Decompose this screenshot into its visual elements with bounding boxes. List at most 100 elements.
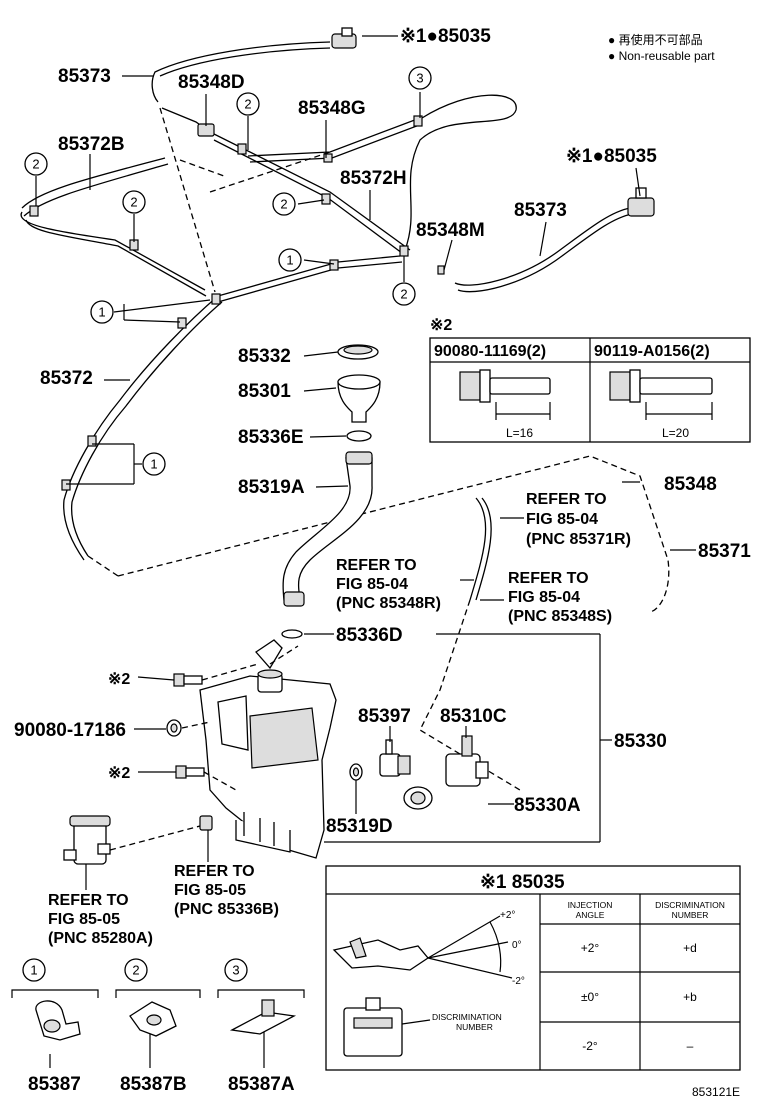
label-85387B: 85387B <box>120 1074 187 1095</box>
svg-text:1: 1 <box>150 457 157 472</box>
label-85348G: 85348G <box>298 98 366 119</box>
bolt-length-2: L=20 <box>662 426 689 440</box>
svg-text:(PNC 85336B): (PNC 85336B) <box>174 901 279 918</box>
nozzle-85035-mid <box>627 187 655 217</box>
level-sensor-85397 <box>379 739 411 777</box>
label-85372B: 85372B <box>58 134 125 155</box>
svg-text:FIG 85-04: FIG 85-04 <box>508 589 580 606</box>
label-85348: 85348 <box>664 474 717 495</box>
clamp-mark <box>29 205 39 217</box>
refer-note-85336B: REFER TO FIG 85-05 (PNC 85336B) <box>174 863 279 918</box>
svg-text:(PNC 85348R): (PNC 85348R) <box>336 595 441 612</box>
bolt-star2-b <box>175 765 205 779</box>
refer-note-85348R: REFER TO FIG 85-04 (PNC 85348R) <box>336 557 441 612</box>
svg-text:FIG 85-05: FIG 85-05 <box>174 882 246 899</box>
svg-text:REFER TO: REFER TO <box>526 491 607 508</box>
label-85348M: 85348M <box>416 220 485 241</box>
clamp-mark <box>437 265 445 275</box>
callout-3 <box>224 958 248 982</box>
grommet-85336B <box>199 815 213 831</box>
fig-angle-plus2: +2° <box>500 910 515 921</box>
bolt-star2-a <box>173 673 203 687</box>
svg-text:2: 2 <box>244 97 251 112</box>
grommet-85319D <box>349 763 363 781</box>
svg-text:3: 3 <box>416 71 423 86</box>
disc-row-3: – <box>687 1039 694 1053</box>
clamp-85387B <box>129 1001 177 1037</box>
callout-2 <box>236 92 260 116</box>
label-85330A: 85330A <box>514 795 581 816</box>
label-85371: 85371 <box>698 541 751 562</box>
clamp-85387A <box>229 999 297 1035</box>
fig-angle-minus2: -2° <box>512 976 525 987</box>
svg-text:3: 3 <box>232 963 239 978</box>
bolt-drawing-2 <box>609 369 713 420</box>
motor-85310C <box>445 735 489 787</box>
grommet-85330A <box>403 786 433 810</box>
callout-2 <box>122 190 146 214</box>
label-85332: 85332 <box>238 346 291 367</box>
callout-circles: 3 2 2 2 2 1 2 1 1 <box>24 66 432 476</box>
svg-text:(PNC 85348S): (PNC 85348S) <box>508 608 612 625</box>
ring-85336E <box>346 430 372 442</box>
angle-row-3: -2° <box>582 1039 598 1053</box>
clamp-mark <box>329 259 339 271</box>
col-angle-1: INJECTION <box>568 900 613 910</box>
leader-lines <box>35 35 696 1068</box>
label-85372: 85372 <box>40 368 93 389</box>
svg-text:(PNC 85371R): (PNC 85371R) <box>526 531 631 548</box>
svg-text:FIG 85-04: FIG 85-04 <box>526 511 598 528</box>
callout-2 <box>124 958 148 982</box>
nozzle-85035-top <box>331 27 357 49</box>
svg-text:FIG 85-04: FIG 85-04 <box>336 576 408 593</box>
svg-text:2: 2 <box>130 195 137 210</box>
bolt-drawing-1 <box>459 369 551 420</box>
col-disc-1: DISCRIMINATION <box>655 900 725 910</box>
label-85387: 85387 <box>28 1074 81 1095</box>
label-85319A: 85319A <box>238 477 305 498</box>
svg-text:2: 2 <box>132 963 139 978</box>
svg-text:1: 1 <box>30 963 37 978</box>
grommet-90080-17186 <box>166 719 182 737</box>
label-90080-17186: 90080-17186 <box>14 720 126 741</box>
disc-label-2: NUMBER <box>456 1022 493 1032</box>
label-star2-a: ※2 <box>108 671 130 688</box>
label-85310C: 85310C <box>440 706 507 727</box>
clamp-mark <box>177 317 187 329</box>
part-labels: ※1●85035 85373 85348D 85372B 85348G 8537… <box>14 26 751 837</box>
label-85387A: 85387A <box>228 1074 295 1095</box>
svg-text:2: 2 <box>32 157 39 172</box>
bolt-table: ※2 90080-11169(2) 90119-A0156(2) L=16 L=… <box>429 317 751 443</box>
label-85336E: 85336E <box>238 427 304 448</box>
callout-1 <box>278 248 302 272</box>
refer-note-85371R: REFER TO FIG 85-04 (PNC 85371R) <box>526 491 631 548</box>
callout-3 <box>408 66 432 90</box>
washer-tank <box>199 639 337 859</box>
callout-1 <box>142 452 166 476</box>
svg-text:REFER TO: REFER TO <box>174 863 255 880</box>
callout-2 <box>272 192 296 216</box>
disc-row-2: +b <box>683 990 697 1004</box>
right-hose-85373 <box>454 187 655 293</box>
refer-note-85280A: REFER TO FIG 85-05 (PNC 85280A) <box>48 892 153 947</box>
label-85348D: 85348D <box>178 72 245 93</box>
label-85301: 85301 <box>238 381 291 402</box>
svg-text:2: 2 <box>280 197 287 212</box>
disc-label-1: DISCRIMINATION <box>432 1012 502 1022</box>
ring-85336D <box>281 629 303 639</box>
legend-line-1: ● 再使用不可部品 <box>608 32 703 47</box>
label-85319D: 85319D <box>326 816 393 837</box>
spray-angle-figure: +2° 0° -2° <box>332 910 525 987</box>
svg-text:2: 2 <box>400 287 407 302</box>
upper-hose-assembly <box>20 27 517 577</box>
nozzle-table: ※1 85035 INJECTION ANGLE DISCRIMINATION … <box>325 865 741 1071</box>
fig-angle-zero: 0° <box>512 940 522 951</box>
clamp-85387 <box>35 1000 81 1041</box>
clamp-mark <box>87 435 97 447</box>
col-disc-2: NUMBER <box>672 910 709 920</box>
inlet-85301 <box>337 381 381 423</box>
label-85336D: 85336D <box>336 625 403 646</box>
label-85035-mid: ※1●85035 <box>566 146 657 167</box>
svg-text:FIG 85-05: FIG 85-05 <box>48 911 120 928</box>
